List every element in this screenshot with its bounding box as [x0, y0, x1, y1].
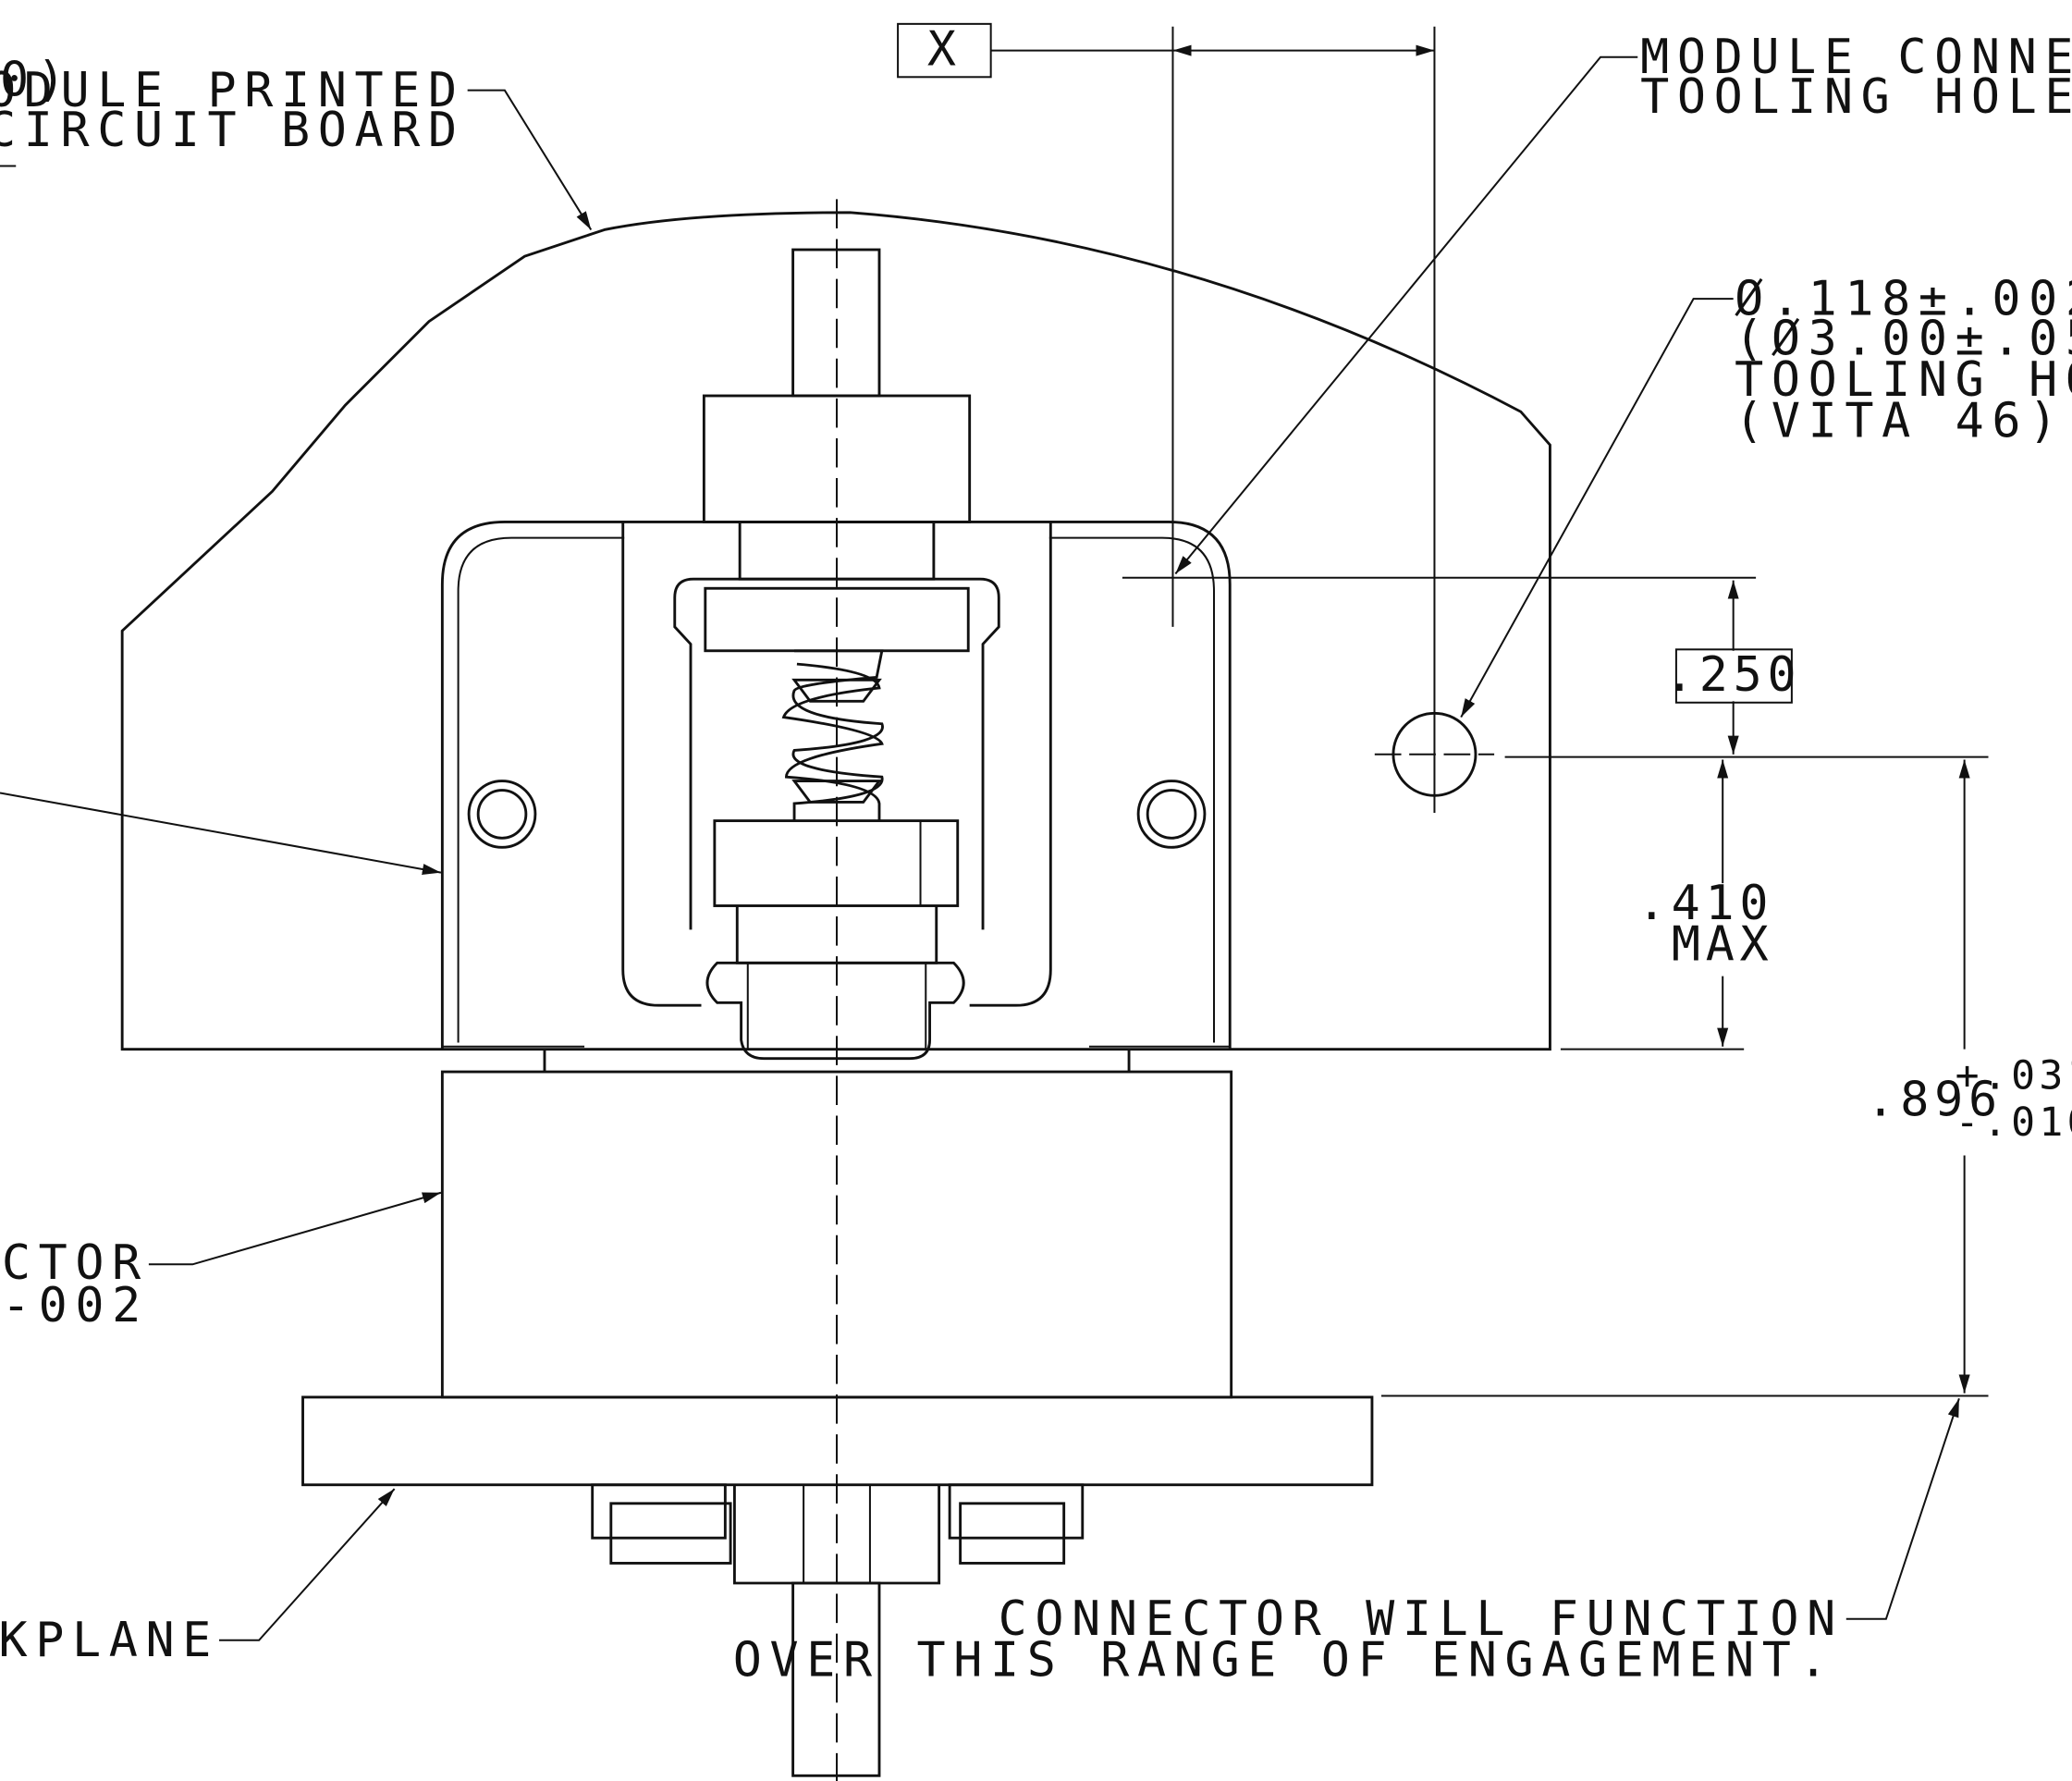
- backplane-plate: [301, 1395, 1374, 1487]
- piston-body: [705, 961, 965, 1061]
- dim-896-tol-plus: +.031: [1956, 1053, 2072, 1099]
- dim-896: .896: [1866, 1072, 2003, 1127]
- dim-410: .410: [1637, 876, 1774, 931]
- dim-250: .250: [1665, 647, 1802, 703]
- tool-hole-label-line1: MODULE CONNECTOR: [1640, 30, 2072, 85]
- left-partial-label: 0): [0, 52, 74, 107]
- hole-spec-line4: (VITA 46): [1735, 394, 2066, 449]
- piston-head: [713, 819, 960, 907]
- spring-icon: [781, 649, 884, 821]
- dim-896-tol-minus: -.010: [1956, 1099, 2072, 1146]
- engagement-label-line2: OVER THIS RANGE OF ENGAGEMENT.: [733, 1633, 1836, 1689]
- pcb-label-line1: MODULE PRINTED: [0, 63, 465, 118]
- outer-housing-inner: [457, 536, 1216, 1043]
- inner-frame: [621, 522, 1052, 1007]
- connector-label-line2: 639-002: [0, 1278, 149, 1333]
- screw-right-icon: [1136, 780, 1207, 849]
- tool-hole-label-line2: TOOLING HOLE: [1640, 69, 2072, 125]
- hole-spec-line2: (Ø3.00±.05 MM): [1735, 311, 2072, 366]
- backplane-label: BACKPLANE: [0, 1613, 219, 1668]
- dim-250-box: [1674, 648, 1793, 704]
- pcb-outline: [120, 211, 1551, 1051]
- engagement-label-line1: CONNECTOR WILL FUNCTION: [999, 1591, 1844, 1647]
- x-dimension: X: [927, 21, 962, 77]
- dim-410-max: MAX: [1672, 916, 1774, 972]
- bottom-pin: [791, 1581, 881, 1777]
- hole-spec-line3: TOOLING HOLE: [1735, 352, 2072, 408]
- screw-left-icon: [467, 780, 537, 849]
- connector-label-line1: NNECTOR: [0, 1235, 149, 1291]
- pcb-label-line2: CIRCUIT BOARD: [0, 103, 465, 158]
- outer-housing: [440, 521, 1232, 1050]
- spring-cage: [673, 577, 1000, 930]
- hole-spec-line1: Ø.118±.002: [1735, 271, 2072, 326]
